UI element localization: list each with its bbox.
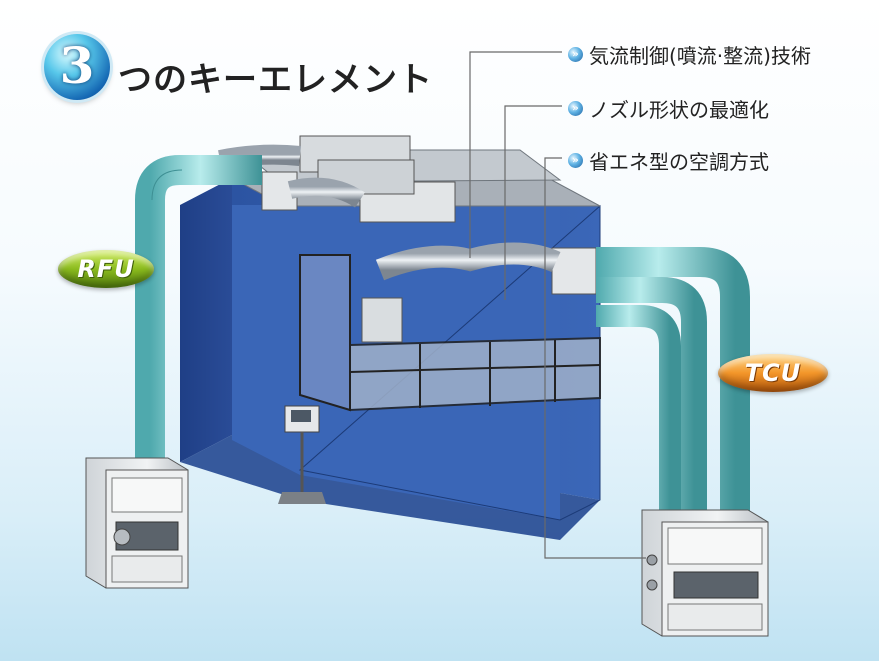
tcu-tag: TCU [718,354,828,392]
callout-airflow-control: » 気流制御(噴流·整流)技術 [568,40,811,69]
number-badge: 3 [44,34,110,100]
interior-frame [299,254,601,412]
callout-nozzle-shape: » ノズル形状の最適化 [568,94,769,123]
page-title: つのキーエレメント [118,60,433,100]
tcu-ducts [596,247,750,518]
droplet-icon: » [568,101,583,116]
tcu-unit [641,509,769,637]
callout-label: ノズル形状の最適化 [589,98,769,122]
callout-label: 省エネ型の空調方式 [589,150,769,174]
droplet-icon: » [568,47,583,62]
heading-number: 3 [59,36,95,95]
rfu-duct [135,155,262,465]
control-panel-stand [278,405,326,504]
callout-label: 気流制御(噴流·整流)技術 [589,44,811,68]
rfu-tag: RFU [58,250,154,288]
droplet-icon: » [568,153,583,168]
rfu-unit [85,457,189,589]
callout-leader-lines [469,51,646,559]
callout-energy-saving: » 省エネ型の空調方式 [568,146,769,175]
